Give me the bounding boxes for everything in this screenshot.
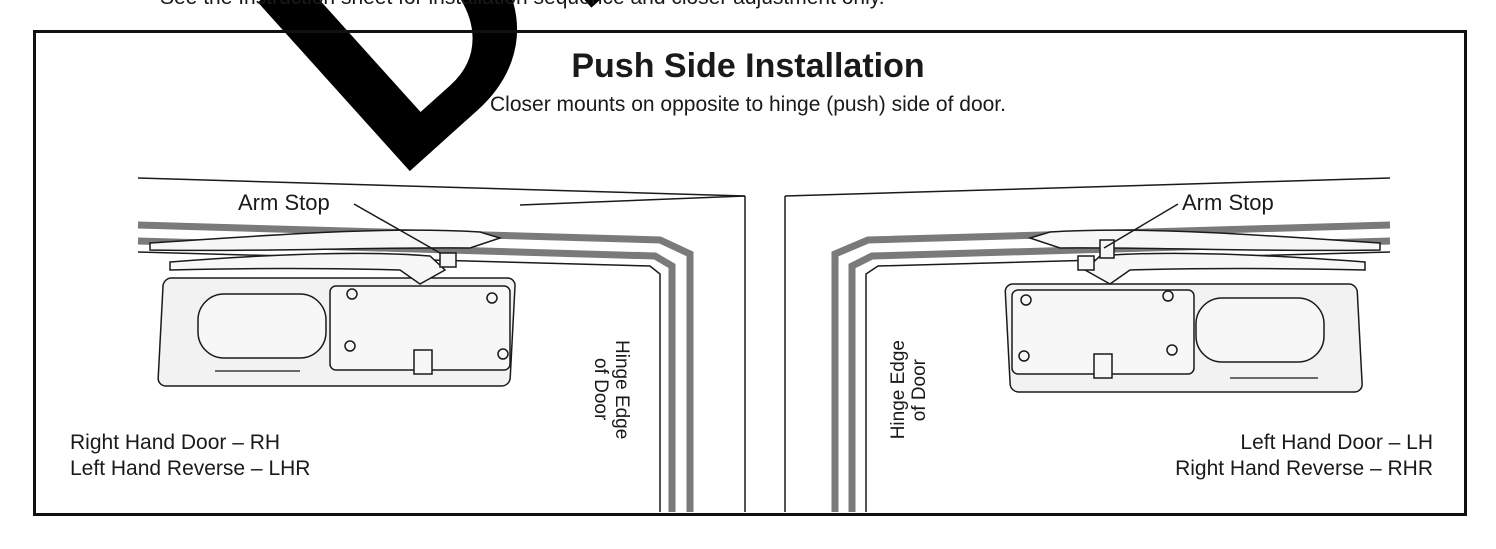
- right-callout-leader: [1103, 203, 1179, 249]
- right-arm-forearm: [1083, 252, 1366, 285]
- left-arm-forearm: [169, 252, 447, 285]
- right-adjust-valve: [1093, 353, 1113, 379]
- left-door-type-reverse: Left Hand Reverse – LHR: [70, 457, 311, 480]
- left-hinge-edge-text: Hinge Edge of Door: [590, 340, 632, 440]
- right-door-types: Left Hand Door – LH Right Hand Reverse –…: [1175, 430, 1433, 482]
- right-cylinder: [1195, 297, 1325, 363]
- left-door-type-primary: Right Hand Door – RH: [70, 431, 281, 454]
- left-screw-icon: [344, 340, 356, 352]
- left-screw-icon: [346, 288, 358, 300]
- right-screw-icon: [1166, 344, 1178, 356]
- right-screw-icon: [1018, 350, 1030, 362]
- left-arm-stop-block: [439, 252, 457, 268]
- right-door-type-reverse: Right Hand Reverse – RHR: [1175, 457, 1433, 480]
- right-hinge-edge-label: Hinge Edge of Door: [888, 340, 930, 439]
- diagram-title: Push Side Installation: [571, 47, 925, 85]
- right-arm-stop-label: Arm Stop: [1182, 190, 1274, 215]
- left-cylinder: [197, 293, 327, 359]
- left-door-types: Right Hand Door – RH Left Hand Reverse –…: [70, 430, 310, 482]
- right-screw-icon: [1020, 294, 1032, 306]
- left-adjust-valve: [413, 349, 433, 375]
- instruction-line: See the Instruction sheet for installati…: [160, 0, 885, 10]
- left-arm-stop-label: Arm Stop: [238, 190, 330, 215]
- right-arm-stop-block: [1077, 255, 1095, 271]
- diagram-frame: [33, 30, 1467, 516]
- left-screw-icon: [497, 348, 509, 360]
- left-illustration: [137, 177, 746, 512]
- left-ceiling-line: [137, 177, 746, 197]
- diagram-subtitle: Closer mounts on opposite to hinge (push…: [490, 93, 1006, 116]
- left-frame-outline: [519, 195, 746, 206]
- left-hinge-edge-label: Hinge Edge of Door: [590, 340, 632, 439]
- right-hinge-edge-text: Hinge Edge of Door: [888, 340, 930, 440]
- right-illustration: [784, 177, 1391, 512]
- left-callout-leader: [353, 203, 441, 254]
- right-arm-main: [1027, 229, 1381, 252]
- right-ceiling-line: [784, 177, 1391, 197]
- right-door-type-primary: Left Hand Door – LH: [1240, 431, 1433, 454]
- left-arm-main: [149, 229, 503, 252]
- left-screw-icon: [486, 292, 498, 304]
- right-screw-icon: [1162, 290, 1174, 302]
